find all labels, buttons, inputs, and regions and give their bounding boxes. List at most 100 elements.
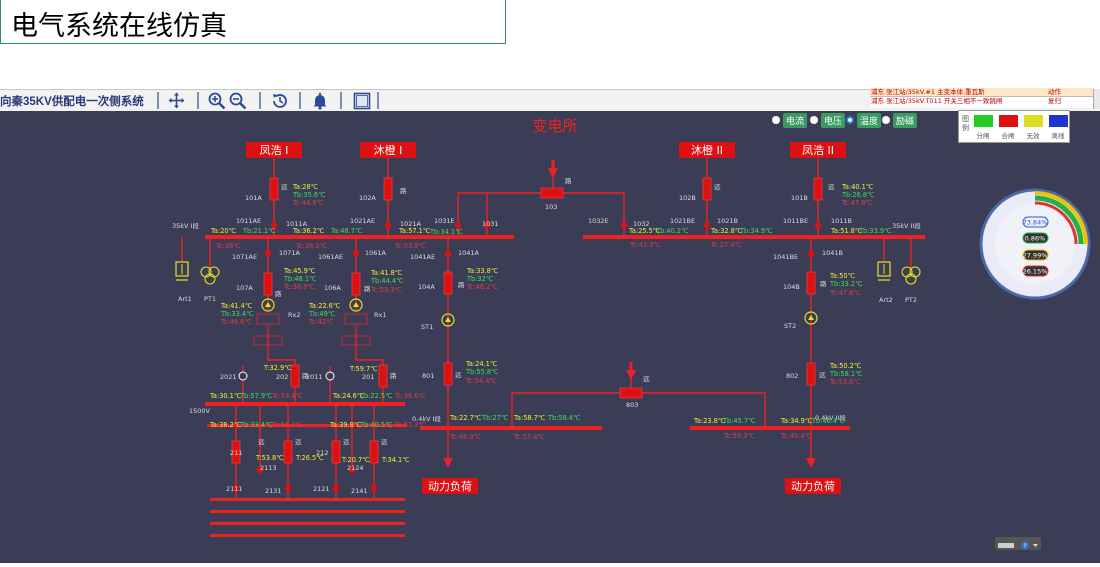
temp-reading: Tc:47.6℃ bbox=[829, 289, 861, 297]
page-title: 电气系统在线仿真 bbox=[11, 11, 227, 42]
alarm-row[interactable]: 浦东.张江站/35kV.#1 主变本体.重瓦斯 动作 bbox=[870, 88, 1094, 96]
floating-control[interactable]: ? bbox=[995, 537, 1041, 550]
radio-dot[interactable] bbox=[772, 116, 780, 124]
label-102A: 102A bbox=[359, 194, 376, 202]
label-2021: 2021 bbox=[220, 373, 237, 381]
label-2141: 2141 bbox=[351, 487, 368, 495]
pt2 bbox=[901, 266, 921, 285]
radio-dot[interactable] bbox=[882, 116, 890, 124]
temp-reading: T:20.7℃ bbox=[341, 456, 370, 464]
temp-reading: Ta:58.7℃ bbox=[513, 414, 545, 422]
temp-reading: Ta:41.8℃ bbox=[370, 269, 402, 277]
temp-reading: T:32.9℃ bbox=[263, 364, 292, 372]
label-101B: 101B bbox=[791, 194, 808, 202]
temp-reading: Ta:22.6℃ bbox=[308, 302, 340, 310]
label-202: 202 bbox=[276, 373, 288, 381]
label-103: 103 bbox=[545, 203, 557, 211]
toolbar-separator bbox=[299, 92, 301, 109]
tag-remote: 远 bbox=[381, 438, 388, 446]
load-label: 动力负荷 bbox=[791, 479, 835, 493]
mode-label[interactable]: 温度 bbox=[857, 112, 882, 128]
temp-reading: Tb:32℃ bbox=[466, 275, 493, 283]
mode-radio-temperature[interactable]: 温度 bbox=[846, 112, 882, 128]
temp-reading: Tc:54.4℃ bbox=[465, 377, 497, 385]
move-icon[interactable] bbox=[167, 91, 186, 110]
label-1071A: 1071A bbox=[279, 249, 301, 257]
line-label-mucheng-2: 沐橙 II bbox=[679, 142, 735, 158]
label-pt1: PT1 bbox=[204, 295, 216, 303]
frame-icon[interactable] bbox=[352, 91, 371, 110]
temp-reading: Tc:46.2℃ bbox=[466, 283, 498, 291]
mode-label[interactable]: 励磁 bbox=[893, 112, 918, 128]
mode-radio-current[interactable]: 电流 bbox=[772, 112, 808, 128]
label-1061AE: 1061AE bbox=[318, 253, 343, 261]
temp-reading: Tc:46.9℃ bbox=[449, 433, 481, 441]
mode-radio-voltage[interactable]: 电压 bbox=[810, 112, 846, 128]
bus-bars bbox=[205, 235, 925, 537]
history-icon[interactable] bbox=[270, 91, 289, 110]
zoom-out-icon[interactable] bbox=[228, 91, 247, 110]
label-1031: 1031 bbox=[482, 220, 499, 228]
alarm-scrollbar[interactable] bbox=[1093, 89, 1100, 109]
temp-reading: Ta:24.6℃ bbox=[332, 392, 364, 400]
gauge-value: 73.84% bbox=[1023, 219, 1048, 227]
temp-reading: Tb:40.2℃ bbox=[655, 227, 689, 235]
label-107A: 107A bbox=[236, 284, 253, 292]
label-2121: 2121 bbox=[313, 485, 330, 493]
alarm-row[interactable]: 浦东.张江站/35kV.T011 开关三相不一致跳闸 复归 bbox=[870, 96, 1094, 105]
label-st2: ST2 bbox=[784, 322, 796, 330]
legend-swatch-open bbox=[974, 115, 993, 127]
label-1011BE: 1011BE bbox=[783, 217, 808, 225]
temp-reading: Tb:46.4℃ bbox=[811, 417, 845, 425]
load-box-left: 动力负荷 bbox=[422, 478, 478, 494]
line-label-mucheng-1: 沐橙 I bbox=[360, 142, 416, 158]
gauge-value: 0.86% bbox=[1025, 235, 1046, 243]
gauge-value: 27.99% bbox=[1023, 252, 1048, 260]
radio-dot[interactable] bbox=[810, 116, 818, 124]
ground-points bbox=[238, 371, 335, 381]
temp-reading: Ta:39.8℃ bbox=[329, 421, 361, 429]
tag-local: 路 bbox=[565, 176, 572, 185]
label-1021BE: 1021BE bbox=[670, 217, 695, 225]
temp-reading: Ta:36.2℃ bbox=[292, 227, 324, 235]
temp-reading: Ta:40.1℃ bbox=[841, 183, 873, 191]
temp-reading: Tb:33.9℃ bbox=[858, 227, 892, 235]
temp-reading: Tb:34.9℃ bbox=[739, 227, 773, 235]
temp-reading: Tc:51.3℃ bbox=[394, 421, 426, 429]
diagram-title: 变电所 bbox=[532, 117, 577, 135]
label-1011B: 1011B bbox=[831, 217, 852, 225]
label-2124: 2124 bbox=[347, 464, 364, 472]
mode-label[interactable]: 电流 bbox=[783, 112, 808, 128]
bell-icon[interactable] bbox=[310, 91, 329, 110]
label-art1: Art1 bbox=[178, 295, 192, 303]
label-bus-35kv-2: 35kV II段 bbox=[892, 221, 921, 230]
temp-reading: Tb:57.9℃ bbox=[239, 392, 273, 400]
single-line-diagram: 变电所 凤浩 I 沐橙 I 沐橙 II 凤浩 II bbox=[172, 117, 1091, 537]
tag-local: 路 bbox=[390, 371, 397, 380]
flow-arrows bbox=[443, 160, 816, 468]
tag-local: 路 bbox=[458, 280, 465, 289]
radio-dot-selected[interactable] bbox=[846, 116, 854, 124]
mode-label[interactable]: 电压 bbox=[821, 112, 846, 128]
temp-reading: Tc:38.3℃ bbox=[295, 242, 327, 250]
circuit-breakers[interactable] bbox=[231, 177, 823, 464]
label-211: 211 bbox=[230, 449, 242, 457]
temp-reading: Tc:55.6℃ bbox=[829, 378, 861, 386]
mode-radio-excitation[interactable]: 励磁 bbox=[882, 112, 918, 128]
temperature-readings: Ta:28℃ Tb:35.6℃ Tc:44.8℃ Ta:20℃ Tb:21.1℃… bbox=[209, 183, 892, 464]
label-1021B: 1021B bbox=[717, 217, 738, 225]
label-bus-35kv-1: 35kV I段 bbox=[172, 221, 199, 230]
temp-reading: Tb:35.6℃ bbox=[292, 191, 326, 199]
tag-local: 路 bbox=[275, 289, 282, 298]
label-1041AE: 1041AE bbox=[410, 253, 435, 261]
tag-remote: 远 bbox=[819, 371, 826, 379]
temp-reading: Tb:27℃ bbox=[481, 414, 508, 422]
temp-reading: Ta:45.9℃ bbox=[283, 267, 315, 275]
temp-reading: Tc:38.8℃ bbox=[283, 283, 315, 291]
label-2131: 2131 bbox=[265, 487, 282, 495]
toolbar-separator bbox=[197, 92, 199, 109]
zoom-in-icon[interactable] bbox=[207, 91, 226, 110]
transformer-marks bbox=[265, 302, 814, 322]
temp-reading: Tb:34.1℃ bbox=[429, 228, 463, 236]
tag-remote: 远 bbox=[455, 371, 462, 379]
